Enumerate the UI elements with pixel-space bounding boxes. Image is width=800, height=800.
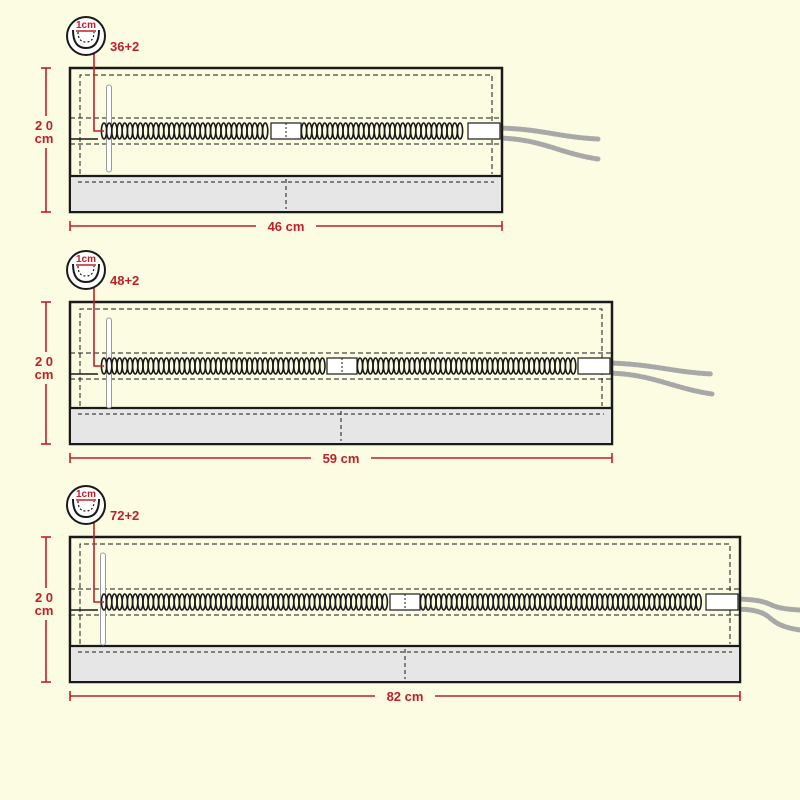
end-tube [577, 357, 611, 375]
width-dimension: 59 cm [69, 450, 613, 466]
coil-count-label: 36+2 [110, 39, 139, 54]
width-label-backdrop [311, 450, 371, 466]
detail-magnifier: 1cm [66, 16, 106, 56]
rope-tail [733, 596, 800, 633]
height-dimension: 2 0cm [28, 301, 64, 445]
detail-label: 1cm [76, 254, 96, 265]
detail-magnifier: 1cm [66, 250, 106, 290]
rope-strand [495, 125, 601, 142]
width-label: 46 cm [268, 219, 305, 234]
spring-coils [100, 122, 464, 140]
width-label: 82 cm [387, 689, 424, 704]
height-label-unit: cm [35, 131, 54, 146]
height-label-unit: cm [35, 367, 54, 382]
width-dimension: 46 cm [69, 218, 503, 234]
width-label: 59 cm [323, 451, 360, 466]
end-tube [467, 122, 501, 140]
rod [100, 552, 106, 646]
height-label-backdrop [28, 352, 64, 384]
coil-count-label: 72+2 [110, 508, 139, 523]
height-dimension: 2 0cm [28, 67, 64, 213]
detail-cross-section [72, 29, 100, 50]
rope-strand [495, 135, 601, 162]
detail-label: 1cm [76, 20, 96, 31]
coil-loop [318, 357, 326, 375]
detail-circle [66, 485, 106, 525]
rope-strand [733, 596, 800, 613]
detail-circle [66, 16, 106, 56]
rope-strand [605, 360, 715, 377]
detail-inner-stitch [77, 500, 95, 512]
height-label-backdrop [28, 116, 64, 148]
spring-coils [100, 593, 702, 611]
coil-loop [261, 122, 269, 140]
detail-leader [93, 280, 104, 367]
coil-loop [569, 357, 577, 375]
detail-inner-stitch [77, 265, 95, 277]
height-label-unit: cm [35, 603, 54, 618]
width-label-backdrop [375, 688, 435, 704]
rope-tail [495, 125, 601, 162]
width-label-backdrop [256, 218, 316, 234]
rope-strand [605, 370, 715, 397]
detail-magnifier: 1cm [66, 485, 106, 525]
detail-circle [66, 250, 106, 290]
detail-inner-stitch [77, 31, 95, 43]
detail-label: 1cm [76, 489, 96, 500]
height-label-value: 2 0 [35, 118, 53, 133]
detail-leader [93, 515, 104, 603]
spring-coils [100, 357, 577, 375]
rope-tail [605, 360, 715, 397]
detail-cross-section [72, 263, 100, 284]
drawstring-panel-3: 1cm 72+2 2 0cm 82 cm [28, 485, 800, 704]
detail-cross-section [72, 498, 100, 519]
drawstring-panel-1: 1cm 36+2 2 0cm 46 cm [28, 16, 601, 234]
height-dimension: 2 0cm [28, 536, 64, 683]
detail-leader [93, 46, 104, 132]
height-label-value: 2 0 [35, 590, 53, 605]
coil-loop [695, 593, 702, 611]
rope-strand [733, 606, 800, 633]
height-label-backdrop [28, 588, 64, 620]
width-dimension: 82 cm [69, 688, 741, 704]
coil-loop [381, 593, 389, 611]
coil-count-label: 48+2 [110, 273, 139, 288]
coil-loop [456, 122, 464, 140]
height-label-value: 2 0 [35, 354, 53, 369]
end-tube [705, 593, 739, 611]
drawstring-panel-2: 1cm 48+2 2 0cm 59 cm [28, 250, 715, 466]
